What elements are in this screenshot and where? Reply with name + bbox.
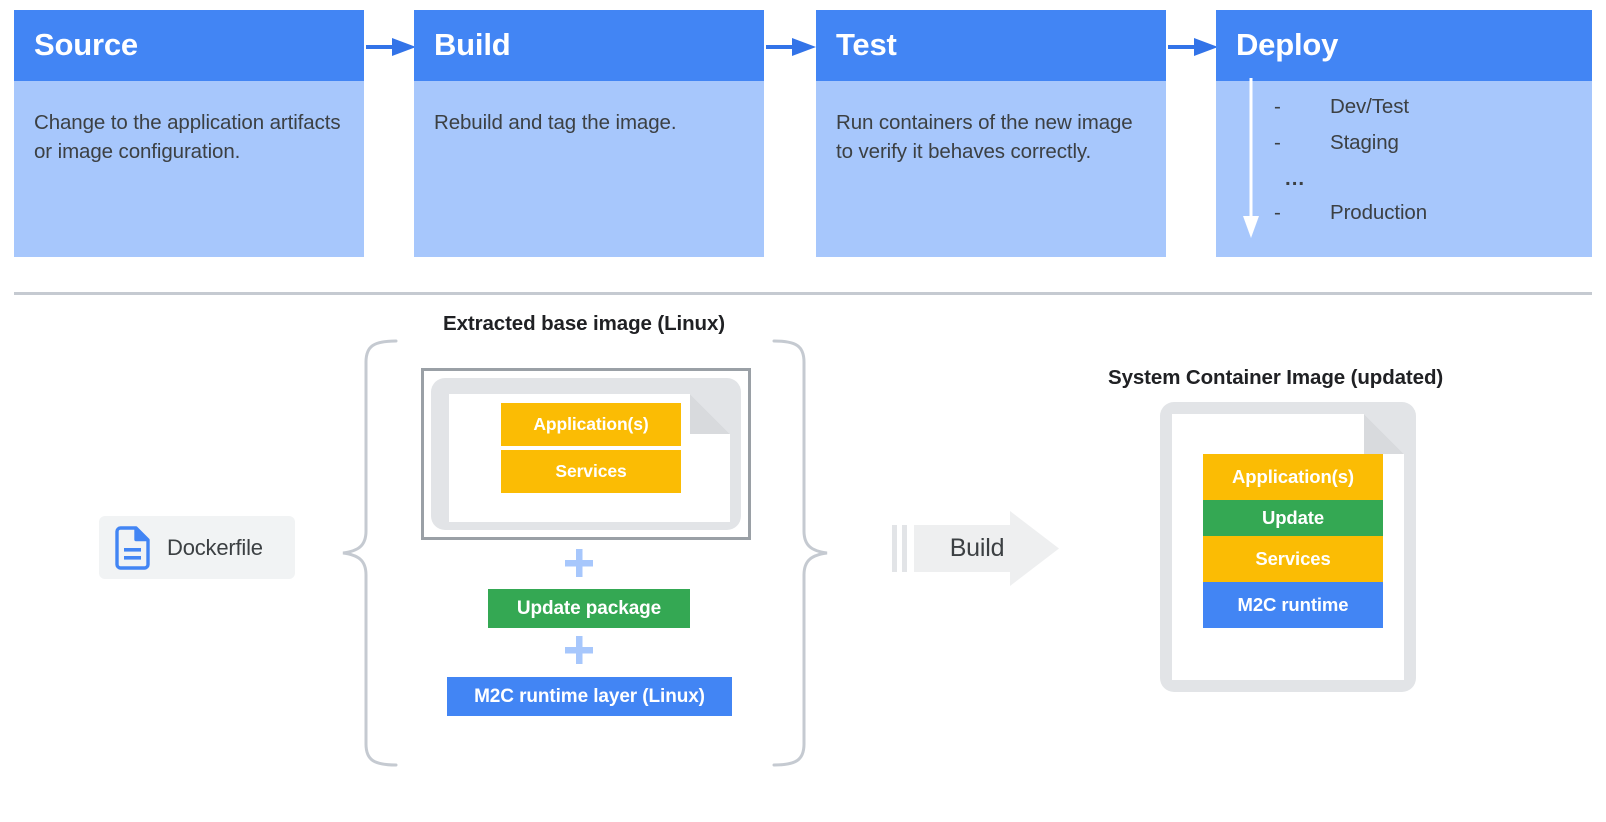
dockerfile-chip[interactable]: Dockerfile: [99, 516, 295, 579]
list-item: - Dev/Test: [1274, 95, 1574, 131]
layer-box: Services: [1203, 536, 1383, 582]
stage-title-test: Test: [836, 27, 897, 62]
pipeline-section: Source Change to the application artifac…: [0, 0, 1606, 272]
stage-title-build: Build: [434, 27, 511, 62]
build-block-arrow: Build: [892, 511, 1059, 586]
list-item-label: Staging: [1330, 131, 1399, 154]
pipeline-stage-source[interactable]: Source Change to the application artifac…: [14, 10, 364, 257]
build-composition-section: Extracted base image (Linux) System Cont…: [0, 300, 1606, 822]
document-icon: [113, 525, 151, 570]
pipeline-stage-build[interactable]: Build Rebuild and tag the image.: [414, 10, 764, 257]
layer-box: Application(s): [501, 403, 681, 446]
dockerfile-label: Dockerfile: [167, 534, 263, 560]
pipeline-stage-test[interactable]: Test Run containers of the new image to …: [816, 10, 1166, 257]
addon-update-package: Update package: [488, 589, 690, 628]
stage-header-deploy: Deploy: [1216, 10, 1592, 81]
layer-box: Application(s): [1203, 454, 1383, 500]
list-bullet: -: [1274, 95, 1281, 118]
base-image-layer-stack: Application(s) Services: [501, 403, 681, 493]
arrow-right-icon: [366, 37, 418, 57]
plus-icon: [565, 549, 593, 577]
list-item-ellipsis: ...: [1274, 167, 1574, 201]
stage-header-build: Build: [414, 10, 764, 81]
stage-header-source: Source: [14, 10, 364, 81]
stage-title-source: Source: [34, 27, 138, 62]
layer-box: Update: [1203, 500, 1383, 536]
list-bullet: -: [1274, 131, 1281, 154]
caption-extracted-base-image: Extracted base image (Linux): [443, 312, 726, 335]
extracted-base-image-frame: Application(s) Services: [421, 368, 751, 540]
arrow-right-icon: [766, 37, 818, 57]
stage-title-deploy: Deploy: [1236, 27, 1339, 62]
stage-description-source: Change to the application artifacts or i…: [34, 111, 341, 163]
stage-body-test: Run containers of the new image to verif…: [816, 81, 1166, 257]
block-arrow-icon: [892, 511, 1059, 586]
stage-description-test: Run containers of the new image to verif…: [836, 111, 1133, 163]
grouping-brace-right: [770, 338, 830, 768]
layer-box: M2C runtime: [1203, 582, 1383, 628]
arrow-right-icon: [1168, 37, 1220, 57]
deploy-environment-list: - Dev/Test - Staging ... - Production: [1274, 95, 1574, 237]
list-item-label: Production: [1330, 201, 1428, 224]
list-bullet: -: [1274, 201, 1281, 224]
list-item: - Production: [1274, 201, 1574, 237]
system-container-image-frame: Application(s) Update Services M2C runti…: [1160, 402, 1416, 692]
stage-header-test: Test: [816, 10, 1166, 81]
plus-icon: [565, 636, 593, 664]
stage-description-build: Rebuild and tag the image.: [434, 111, 677, 134]
stage-body-build: Rebuild and tag the image.: [414, 81, 764, 257]
stage-body-deploy: - Dev/Test - Staging ... - Production: [1216, 40, 1592, 257]
output-layer-stack: Application(s) Update Services M2C runti…: [1203, 454, 1383, 628]
deploy-flow-down-arrow-icon: [1240, 40, 1262, 242]
section-divider: [14, 292, 1592, 295]
list-item-label: Dev/Test: [1330, 95, 1409, 118]
addon-m2c-runtime-layer: M2C runtime layer (Linux): [447, 677, 732, 716]
list-item: - Staging: [1274, 131, 1574, 167]
layer-box: Services: [501, 450, 681, 493]
build-arrow-label: Build: [949, 534, 1005, 562]
stage-body-source: Change to the application artifacts or i…: [14, 81, 364, 257]
pipeline-stage-deploy[interactable]: Deploy - Dev/Test - Staging: [1216, 10, 1592, 257]
caption-system-container-image: System Container Image (updated): [1108, 366, 1444, 389]
grouping-brace-left: [340, 338, 400, 768]
list-bullet: ...: [1285, 167, 1306, 190]
